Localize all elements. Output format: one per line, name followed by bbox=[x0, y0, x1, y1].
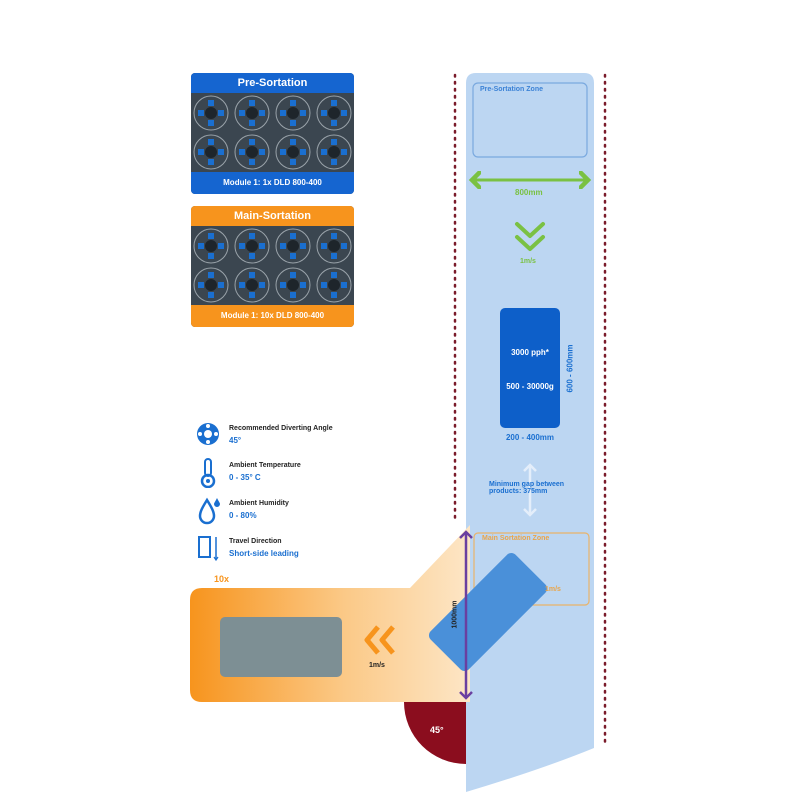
info-title: Ambient Temperature bbox=[229, 462, 301, 469]
roller-module-icon bbox=[275, 134, 311, 170]
roller-module-icon bbox=[316, 228, 352, 264]
product-length: 600 - 600mm bbox=[565, 344, 575, 393]
roller-grid bbox=[191, 226, 354, 305]
main-zone-label: Main Sortation Zone bbox=[482, 535, 550, 542]
chevron-down-icon bbox=[515, 222, 545, 251]
chevron-left-icon bbox=[364, 625, 395, 655]
travel-direction-icon bbox=[198, 536, 219, 562]
module-title: Main-Sortation bbox=[191, 206, 354, 226]
roller-module-icon bbox=[234, 228, 270, 264]
roller-module-icon bbox=[193, 228, 229, 264]
lifebuoy-icon bbox=[197, 423, 219, 445]
roller-module-icon bbox=[193, 95, 229, 131]
roller-module-icon bbox=[275, 267, 311, 303]
branch-count-label: 10x bbox=[214, 574, 230, 584]
product-box bbox=[500, 308, 560, 428]
info-temperature: Ambient Temperature 0 - 35° C bbox=[196, 458, 396, 488]
roller-module-icon bbox=[234, 95, 270, 131]
info-diverting-angle: Recommended Diverting Angle 45° bbox=[196, 421, 396, 451]
info-value: 0 - 35° C bbox=[229, 473, 261, 482]
product-rate: 3000 pph* bbox=[511, 348, 549, 357]
thermometer-icon bbox=[200, 458, 216, 488]
roller-module-icon bbox=[316, 267, 352, 303]
droplet-icon bbox=[198, 497, 220, 525]
module-footer: Module 1: 1x DLD 800-400 bbox=[191, 172, 354, 194]
module-footer: Module 1: 10x DLD 800-400 bbox=[191, 305, 354, 327]
roller-module-icon bbox=[234, 267, 270, 303]
roller-module-icon bbox=[234, 134, 270, 170]
info-travel-direction: Travel Direction Short-side leading bbox=[196, 534, 396, 564]
gap-label: Minimum gap between products: 375mm bbox=[489, 481, 565, 495]
pre-zone-label: Pre-Sortation Zone bbox=[480, 86, 544, 93]
roller-module-icon bbox=[193, 267, 229, 303]
pre-sortation-module: Pre-Sortation Module 1: bbox=[191, 73, 354, 194]
angle-indicator bbox=[404, 702, 466, 764]
diverted-product bbox=[428, 552, 548, 672]
roller-grid-svg bbox=[193, 95, 352, 170]
gap-arrow bbox=[523, 463, 537, 517]
info-title: Ambient Humidity bbox=[229, 500, 289, 507]
main-speed-label: 1m/s bbox=[545, 586, 561, 593]
info-humidity: Ambient Humidity 0 - 80% bbox=[196, 496, 396, 526]
width-label: 800mm bbox=[515, 188, 543, 197]
roller-module-icon bbox=[193, 134, 229, 170]
info-value: 0 - 80% bbox=[229, 511, 257, 520]
info-title: Travel Direction bbox=[229, 538, 282, 545]
module-title: Pre-Sortation bbox=[191, 73, 354, 93]
length-arrow bbox=[459, 530, 473, 700]
branch-speed-label: 1m/s bbox=[369, 662, 385, 669]
pre-sortation-zone bbox=[472, 82, 588, 158]
info-value: Short-side leading bbox=[229, 549, 299, 558]
branch-item bbox=[220, 617, 342, 677]
speed-label: 1m/s bbox=[520, 258, 536, 265]
roller-grid bbox=[191, 93, 354, 172]
branch-length-label: 1000mm bbox=[451, 600, 459, 629]
roller-module-icon bbox=[275, 228, 311, 264]
info-title: Recommended Diverting Angle bbox=[229, 425, 333, 432]
angle-label: 45° bbox=[430, 725, 444, 735]
roller-module-icon bbox=[316, 95, 352, 131]
main-sortation-module: Main-Sortation Module 1 bbox=[191, 206, 354, 327]
roller-module-icon bbox=[316, 134, 352, 170]
roller-module-icon bbox=[275, 95, 311, 131]
roller-grid-svg bbox=[193, 228, 352, 303]
product-weight: 500 - 30000g bbox=[506, 382, 554, 391]
product-width: 200 - 400mm bbox=[505, 433, 555, 442]
info-value: 45° bbox=[229, 436, 242, 445]
